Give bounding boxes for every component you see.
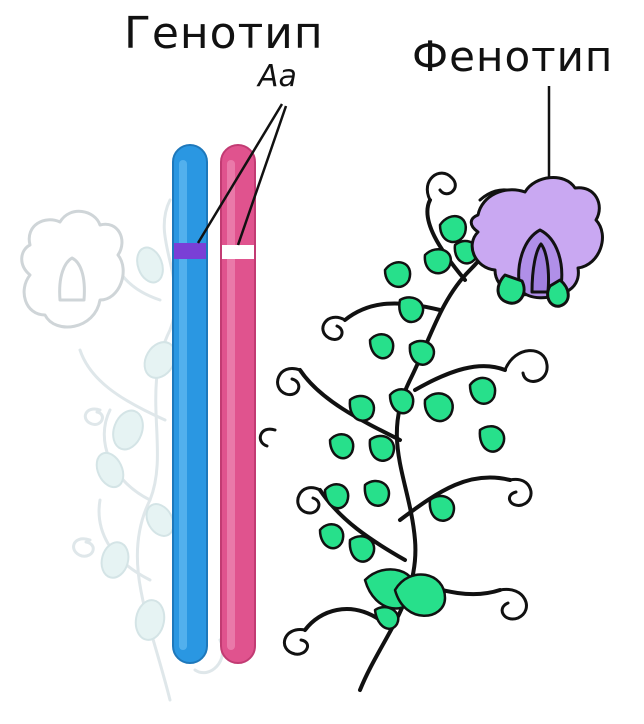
phenotype-label: Фенотип [412,36,613,78]
alleles-label: Aa [258,62,297,92]
pea-flower-icon [471,177,602,306]
genotype-label: Генотип [124,12,324,56]
